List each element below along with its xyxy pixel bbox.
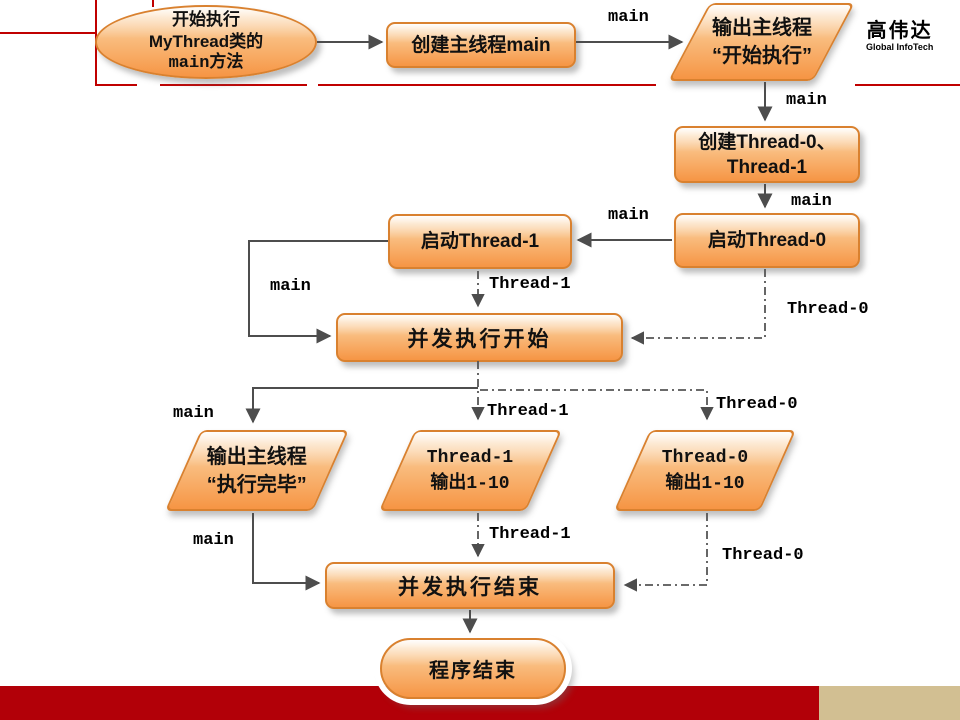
edge-label-thread0-3: Thread-0 — [722, 546, 804, 565]
edge-concurrent-start-to-output-done-main — [245, 387, 478, 424]
frame-line-bottom-seg3 — [318, 84, 656, 86]
edge-label-main-5: main — [270, 277, 311, 296]
edge-start-thread0-to-concurrent-start-t0 — [630, 269, 766, 345]
node-start-line2: MyThread类的 — [148, 32, 264, 51]
node-concurrent-end: 并发执行结束 — [325, 562, 615, 609]
node-concurrent-end-label: 并发执行结束 — [398, 575, 542, 599]
node-thread0-output: Thread-0 输出1-10 — [613, 430, 797, 511]
edge-label-main-4: main — [608, 206, 649, 225]
node-concurrent-start-label: 并发执行开始 — [407, 327, 552, 351]
node-create-threads: 创建Thread-0、 Thread-1 — [674, 126, 860, 183]
node-program-end-label: 程序结束 — [429, 660, 517, 682]
node-create-threads-line2: Thread-1 — [726, 156, 808, 178]
edge-label-thread1-3: Thread-1 — [489, 525, 571, 544]
edge-thread0-output-to-concurrent-end — [623, 513, 708, 592]
frame-line-top-stub — [152, 0, 154, 7]
frame-line-top-left-horizontal — [0, 32, 96, 34]
node-start-line1: 开始执行 — [172, 10, 240, 29]
footer-bar-tan — [819, 686, 960, 720]
logo-subtitle: Global InfoTech — [866, 42, 934, 52]
edge-label-thread0-1: Thread-0 — [787, 300, 869, 319]
node-output-start: 输出主线程 “开始执行” — [668, 3, 855, 81]
node-output-start-line1: 输出主线程 — [711, 17, 812, 39]
logo-title: 高伟达 — [866, 20, 933, 42]
node-thread1-output: Thread-1 输出1-10 — [378, 430, 563, 511]
node-output-done-line1: 输出主线程 — [207, 445, 307, 468]
node-start-thread1-label: 启动Thread-1 — [420, 231, 540, 252]
edge-output-done-to-concurrent-end-main — [252, 513, 321, 591]
edge-label-thread1-2: Thread-1 — [487, 402, 569, 421]
frame-line-bottom-seg1 — [95, 84, 137, 86]
node-start-thread0-label: 启动Thread-0 — [707, 230, 827, 251]
node-start-thread1: 启动Thread-1 — [388, 214, 572, 269]
node-output-start-line2: “开始执行” — [711, 45, 812, 67]
company-logo: 高伟达 Global InfoTech — [866, 20, 933, 52]
node-thread0-output-line2: 输出1-10 — [665, 473, 745, 494]
node-concurrent-start: 并发执行开始 — [336, 313, 623, 362]
node-thread1-output-line2: 输出1-10 — [430, 473, 511, 494]
node-start-thread0: 启动Thread-0 — [674, 213, 860, 268]
node-thread0-output-line1: Thread-0 — [661, 447, 749, 468]
node-program-end: 程序结束 — [380, 638, 566, 699]
edge-label-thread0-2: Thread-0 — [716, 395, 798, 414]
edge-label-main-7: main — [193, 531, 234, 550]
node-start-line3: main方法 — [168, 54, 244, 73]
node-create-threads-line1: 创建Thread-0、 — [698, 131, 836, 153]
node-thread1-output-line1: Thread-1 — [427, 447, 514, 468]
frame-line-bottom-seg2 — [160, 84, 307, 86]
node-create-main-label: 创建主线程main — [411, 34, 551, 56]
frame-line-bottom-seg4 — [855, 84, 960, 86]
edge-label-main-3: main — [791, 192, 832, 211]
node-output-done: 输出主线程 “执行完毕” — [164, 430, 350, 511]
edge-label-thread1-1: Thread-1 — [489, 275, 571, 294]
node-start: 开始执行 MyThread类的 main方法 — [95, 5, 317, 79]
node-create-main: 创建主线程main — [386, 22, 576, 68]
edge-label-main-1: main — [608, 8, 649, 27]
edge-label-main-2: main — [786, 91, 827, 110]
node-output-done-line2: “执行完毕” — [207, 473, 307, 496]
edge-label-main-6: main — [173, 404, 214, 423]
